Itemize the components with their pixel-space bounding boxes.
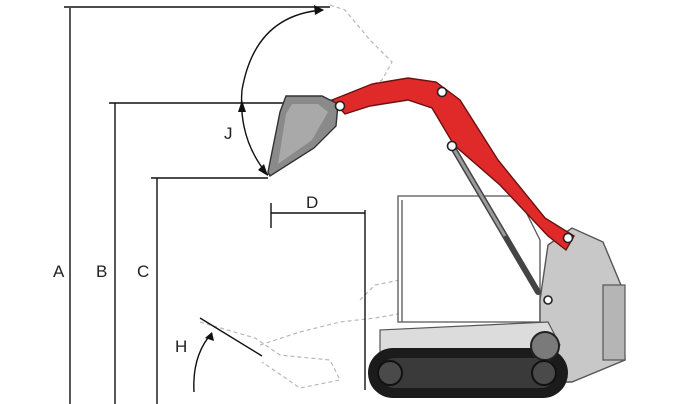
arrow-h: [205, 332, 214, 341]
ghost-cab-front: [359, 279, 401, 301]
pin-body: [543, 295, 553, 305]
rear-idler: [531, 360, 557, 386]
dimension-lines: [64, 6, 366, 404]
pin-bucket-pivot: [334, 100, 346, 112]
front-idler: [377, 360, 403, 386]
drive-sprocket: [530, 331, 560, 361]
label-c: C: [137, 262, 149, 281]
label-h: H: [175, 337, 187, 356]
arrow-j-bottom: [258, 164, 268, 176]
dim-angle-h-ray: [199, 317, 263, 357]
pin-arm-base: [562, 232, 574, 244]
pin-arm-top: [436, 86, 448, 98]
skid-steer-loader: [267, 77, 626, 398]
label-d: D: [306, 193, 318, 212]
dim-angle-h-arc: [193, 332, 213, 393]
lift-arm: [330, 77, 575, 252]
bucket-inner: [278, 104, 328, 164]
arrow-j-top: [314, 5, 324, 15]
label-j: J: [224, 124, 233, 143]
ghost-lowered-bucket: [199, 321, 341, 389]
label-a: A: [53, 262, 65, 281]
pivot-pins: [334, 86, 574, 305]
dim-angle-j-arc: [240, 9, 324, 176]
rear-counterweight: [602, 284, 626, 361]
cab-outline: [397, 195, 541, 323]
arrow-j-mid: [238, 100, 246, 112]
track-inner: [380, 358, 556, 388]
pin-cylinder: [446, 140, 458, 152]
arrowheads: [205, 5, 324, 341]
lift-cylinder-rod: [450, 145, 507, 237]
label-b: B: [96, 262, 107, 281]
